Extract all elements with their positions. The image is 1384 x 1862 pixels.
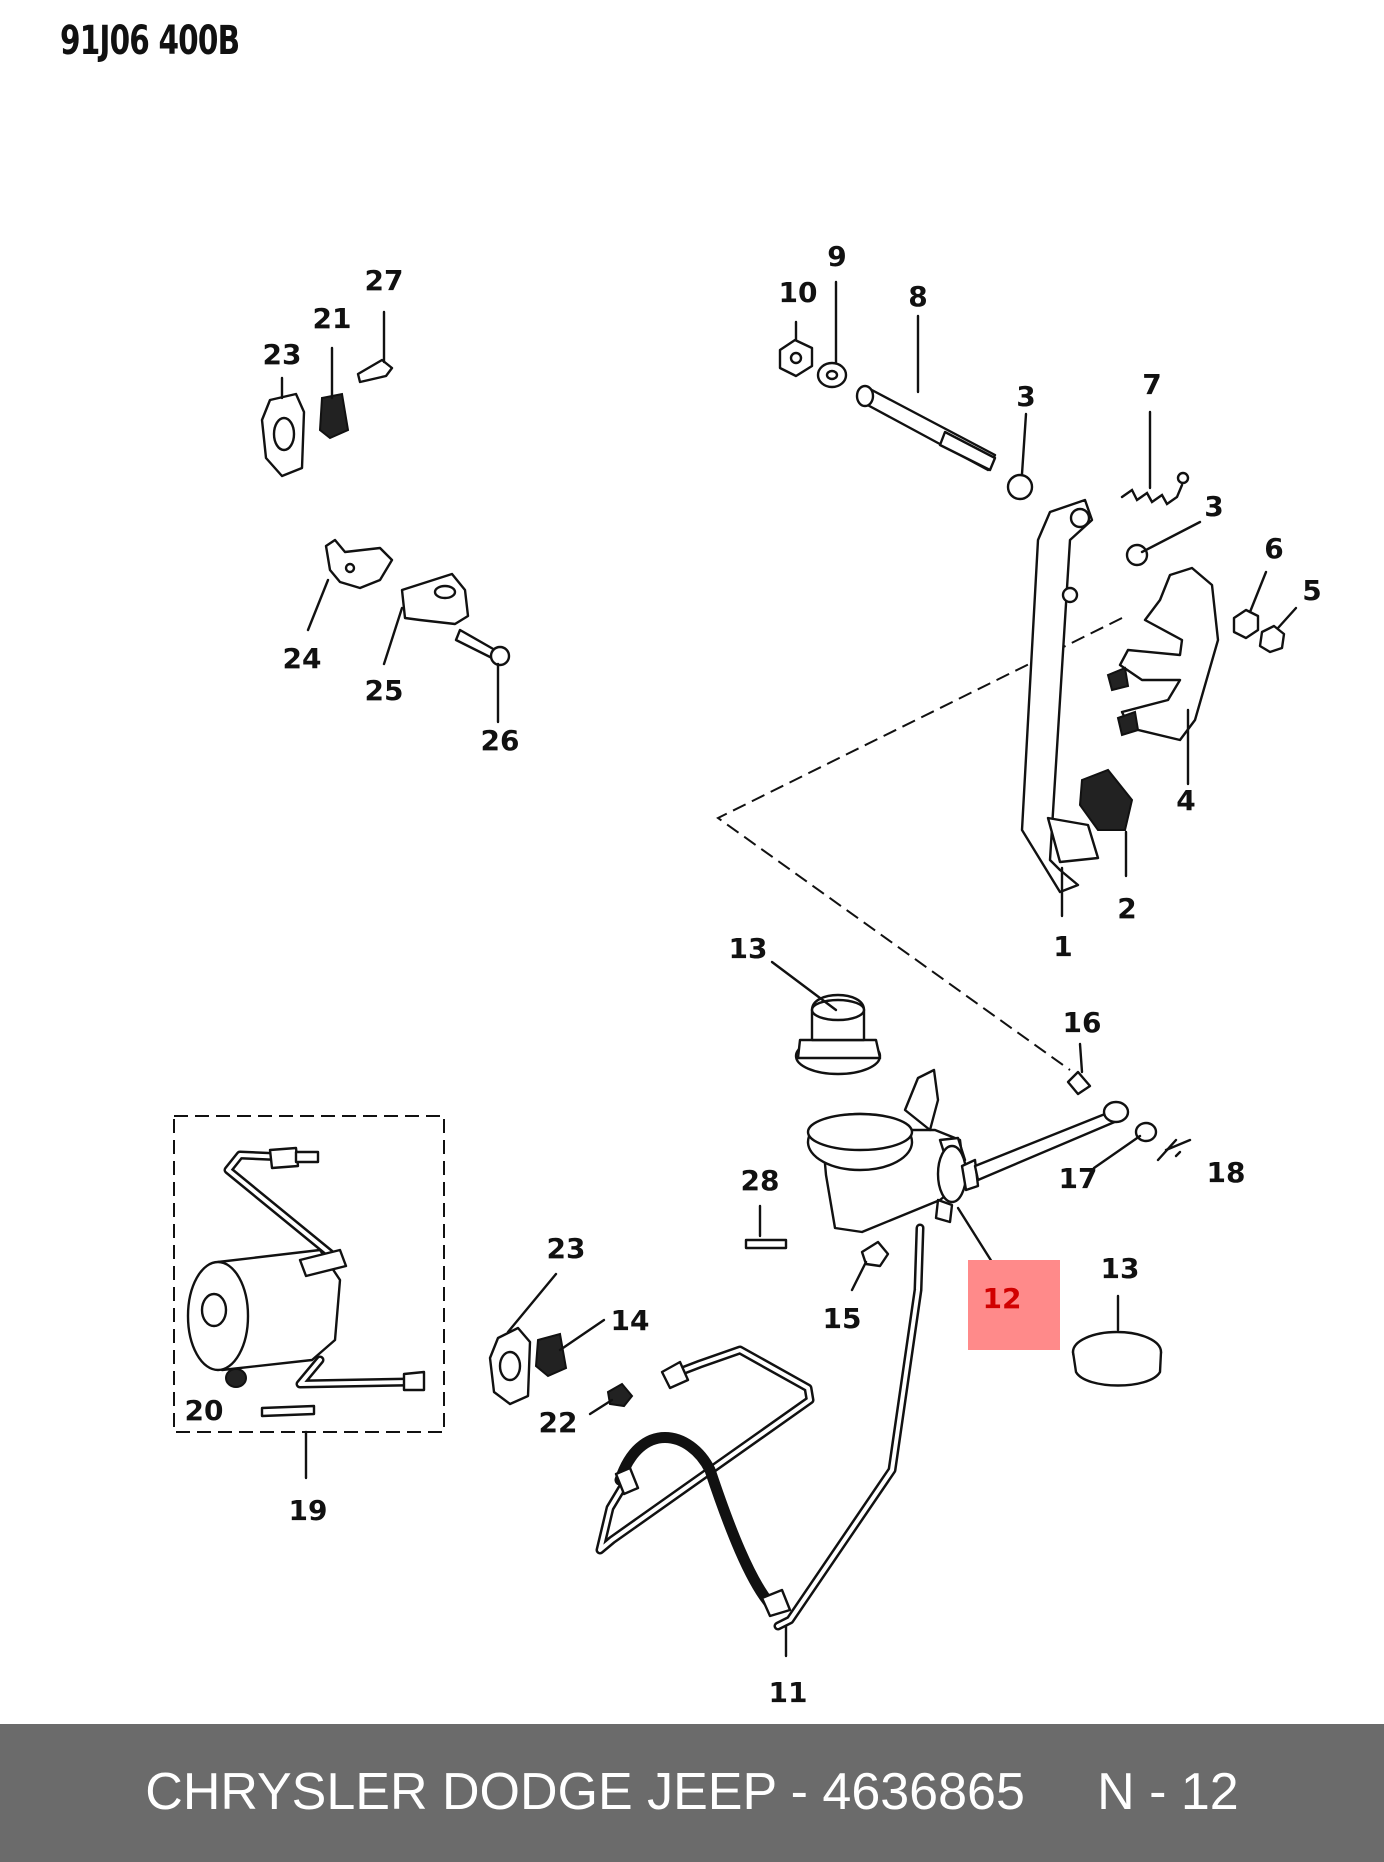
drawing-code: 91J06 400B	[60, 18, 240, 64]
callout-14: 14	[611, 1304, 650, 1337]
highlight-box-part-12	[968, 1260, 1060, 1350]
callout-28: 28	[741, 1164, 780, 1197]
callout-22: 22	[539, 1406, 578, 1439]
callout-6: 6	[1264, 532, 1283, 565]
callout-2: 2	[1117, 892, 1136, 925]
gasket-23-upper	[260, 392, 306, 478]
callout-12: 12	[983, 1282, 1022, 1315]
bolt-26	[454, 628, 511, 667]
callout-numbers: 1 2 3 3 4 5 6 7 8 9 10 11 12 13 13 14 15…	[185, 240, 1322, 1709]
callout-10: 10	[779, 276, 818, 309]
callout-13-lower: 13	[1101, 1252, 1140, 1285]
callout-7: 7	[1142, 368, 1161, 401]
footer-banner: CHRYSLER DODGE JEEP - 4636865 N - 12	[0, 1724, 1384, 1862]
pedal-pad-2	[1078, 768, 1134, 831]
master-cylinder-12	[806, 1068, 980, 1234]
callout-4: 4	[1176, 784, 1195, 817]
assembly-dashed-outline	[716, 617, 1123, 1071]
bushing-3-upper	[1006, 473, 1034, 501]
callout-23-lower: 23	[547, 1232, 586, 1265]
pin-18	[1156, 1138, 1192, 1162]
callout-19: 19	[289, 1494, 328, 1527]
callout-26: 26	[481, 724, 520, 757]
callout-16: 16	[1063, 1006, 1102, 1039]
callout-3-upper: 3	[1016, 380, 1035, 413]
footer-part-label: CHRYSLER DODGE JEEP - 4636865 N - 12	[145, 1763, 1239, 1821]
callout-13-upper: 13	[729, 932, 768, 965]
pin-28	[744, 1238, 788, 1250]
callout-5: 5	[1302, 574, 1321, 607]
callout-3-lower: 3	[1204, 490, 1223, 523]
bracket-4	[1106, 566, 1220, 742]
bushing-3-lower	[1125, 543, 1149, 567]
plug-22	[606, 1382, 634, 1408]
callout-20: 20	[185, 1394, 224, 1427]
callout-8: 8	[908, 280, 927, 313]
callout-21: 21	[313, 302, 352, 335]
callout-9: 9	[827, 240, 846, 273]
callout-1: 1	[1053, 930, 1072, 963]
callout-25: 25	[365, 674, 404, 707]
callout-18: 18	[1207, 1156, 1246, 1189]
pedal-lever-1	[1020, 498, 1100, 894]
cap-13-upper	[794, 993, 882, 1076]
callout-23-upper: 23	[263, 338, 302, 371]
callout-11: 11	[769, 1676, 808, 1709]
boot-21	[318, 392, 350, 440]
washer-17	[1134, 1121, 1158, 1143]
cap-13-lower	[1071, 1330, 1163, 1387]
slave-cylinder	[186, 1146, 426, 1418]
callout-27: 27	[365, 264, 404, 297]
spring-7	[1120, 471, 1190, 506]
nut-6	[1232, 608, 1260, 640]
leader-lines	[280, 280, 1298, 1658]
nut-20	[225, 1368, 247, 1388]
nut-5	[1258, 624, 1286, 654]
boot-14	[534, 1332, 568, 1378]
callout-15: 15	[823, 1302, 862, 1335]
gasket-23-lower	[488, 1326, 532, 1406]
clamp-25	[400, 572, 470, 626]
hydraulic-tube-11	[595, 1223, 925, 1631]
clip-16	[1066, 1070, 1092, 1096]
slave-cylinder-group-box	[173, 1115, 445, 1433]
bracket-24	[324, 538, 394, 590]
washer-9	[816, 361, 848, 389]
nut-10	[778, 338, 814, 378]
pedal-shaft	[855, 384, 997, 472]
callout-24: 24	[283, 642, 322, 675]
flex-hose	[614, 1432, 792, 1618]
clip-27	[356, 358, 394, 384]
clutch-linkage-diagram: 1 2 3 3 4 5 6 7 8 9 10 11 12 13 13 14 15…	[173, 240, 1322, 1709]
callout-17: 17	[1059, 1162, 1098, 1195]
pushrod	[973, 1100, 1130, 1182]
